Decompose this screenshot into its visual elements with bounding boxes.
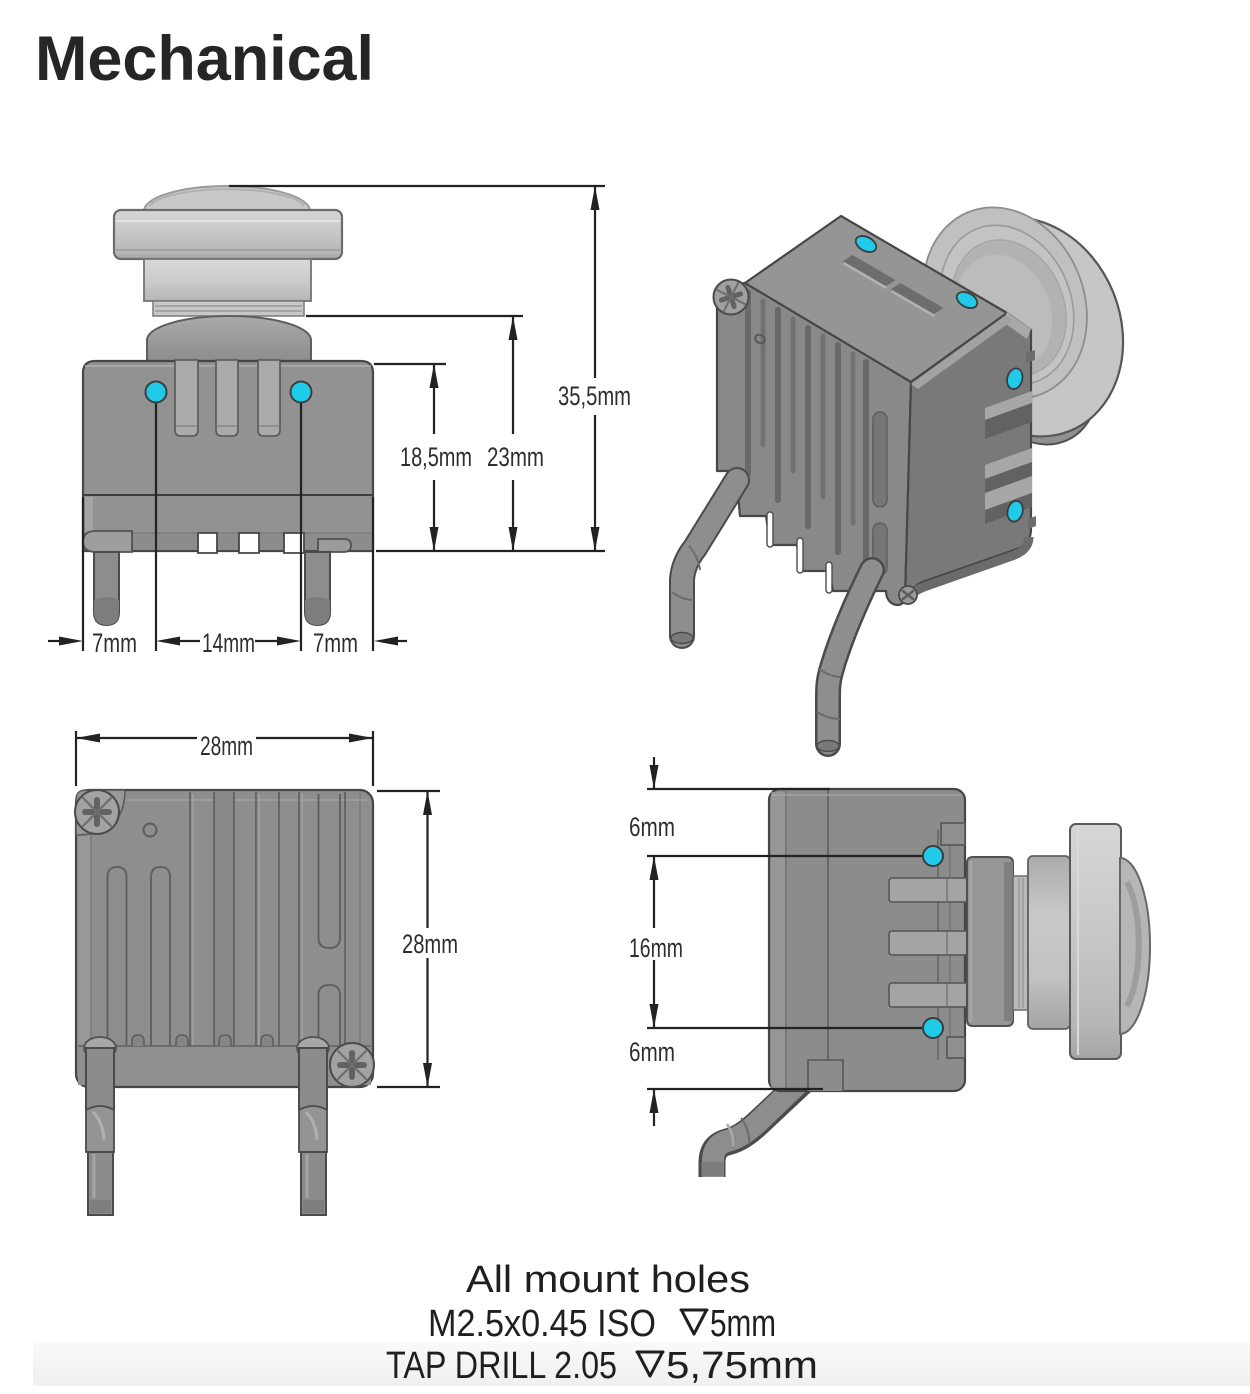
svg-text:28mm: 28mm <box>402 929 458 959</box>
svg-text:16mm: 16mm <box>629 933 683 963</box>
svg-text:5,75mm: 5,75mm <box>666 1345 818 1387</box>
svg-text:18,5mm: 18,5mm <box>400 442 472 472</box>
svg-text:M2.5x0.45 ISO: M2.5x0.45 ISO <box>428 1303 656 1345</box>
svg-text:28mm: 28mm <box>200 731 253 761</box>
svg-text:14mm: 14mm <box>202 628 255 658</box>
svg-text:5mm: 5mm <box>710 1303 776 1345</box>
svg-text:TAP DRILL 2.05: TAP DRILL 2.05 <box>386 1345 617 1387</box>
svg-text:7mm: 7mm <box>92 628 137 658</box>
svg-text:Mechanical: Mechanical <box>35 24 374 94</box>
svg-text:35,5mm: 35,5mm <box>558 381 631 411</box>
svg-text:6mm: 6mm <box>629 812 675 842</box>
svg-text:All mount holes: All mount holes <box>466 1259 750 1301</box>
svg-text:7mm: 7mm <box>313 628 358 658</box>
svg-text:6mm: 6mm <box>629 1037 675 1067</box>
svg-text:23mm: 23mm <box>487 442 544 472</box>
